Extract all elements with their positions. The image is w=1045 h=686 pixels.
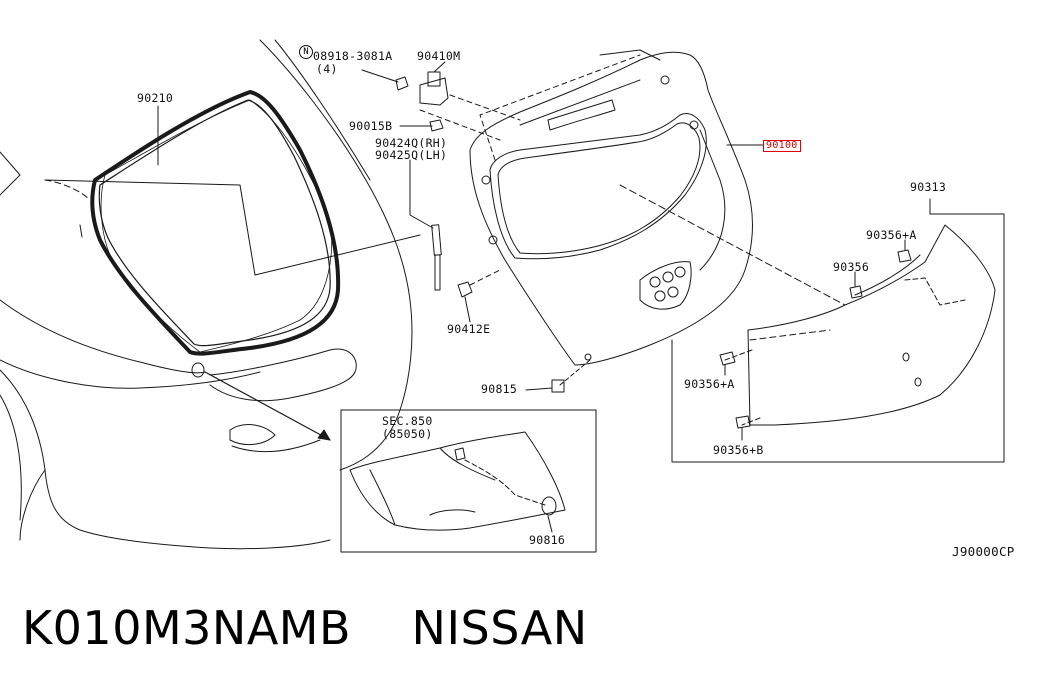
trim-detail-box <box>672 199 1004 462</box>
label-90356a-left: 90356+A <box>684 377 735 391</box>
label-bolt-qty: (4) <box>316 62 338 76</box>
label-90424q: 90424Q(RH) <box>375 136 448 150</box>
parts-diagram: 90210 N 08918-3081A (4) 90410M 90015B 90… <box>0 0 1045 600</box>
label-90210: 90210 <box>137 91 174 105</box>
gas-stay <box>410 160 441 290</box>
bumper-detail-box <box>341 410 596 552</box>
label-90816: 90816 <box>529 533 566 547</box>
diagram-drawing <box>0 0 1045 600</box>
label-90410m: 90410M <box>417 49 461 63</box>
car-body-outline <box>0 40 420 549</box>
label-sec-85050: (85050) <box>382 427 433 441</box>
nissan-n-mark: N <box>299 45 313 59</box>
label-90356b: 90356+B <box>713 443 764 457</box>
rear-window-opening <box>101 100 332 352</box>
label-90313: 90313 <box>910 180 947 194</box>
label-bolt-ref: 08918-3081A <box>313 49 393 63</box>
back-door-seal <box>92 92 338 354</box>
part-number-caption: K010M3NAMB NISSAN <box>22 601 588 655</box>
diagram-code: J90000CP <box>952 544 1015 559</box>
back-door-outline <box>420 50 845 385</box>
label-90425q: 90425Q(LH) <box>375 148 448 162</box>
hinge-assembly <box>362 62 448 131</box>
label-90356: 90356 <box>833 260 870 274</box>
label-90015b: 90015B <box>349 119 393 133</box>
label-90100-highlighted: 90100 <box>763 140 801 152</box>
label-90412e: 90412E <box>447 322 491 336</box>
label-90356a-top: 90356+A <box>866 228 917 242</box>
label-sec-850: SEC.850 <box>382 414 433 428</box>
label-90815: 90815 <box>481 382 518 396</box>
